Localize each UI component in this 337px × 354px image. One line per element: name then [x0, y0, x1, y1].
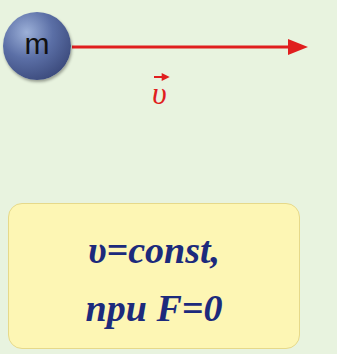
velocity-arrow: [72, 46, 292, 49]
mass-ball: m: [3, 12, 71, 80]
velocity-symbol: υ: [152, 76, 167, 111]
law-box: υ=const, при F=0: [8, 203, 300, 349]
law-statement: υ=const, при F=0: [72, 215, 237, 337]
mass-symbol: m: [25, 29, 50, 59]
arrow-head: [288, 39, 308, 55]
